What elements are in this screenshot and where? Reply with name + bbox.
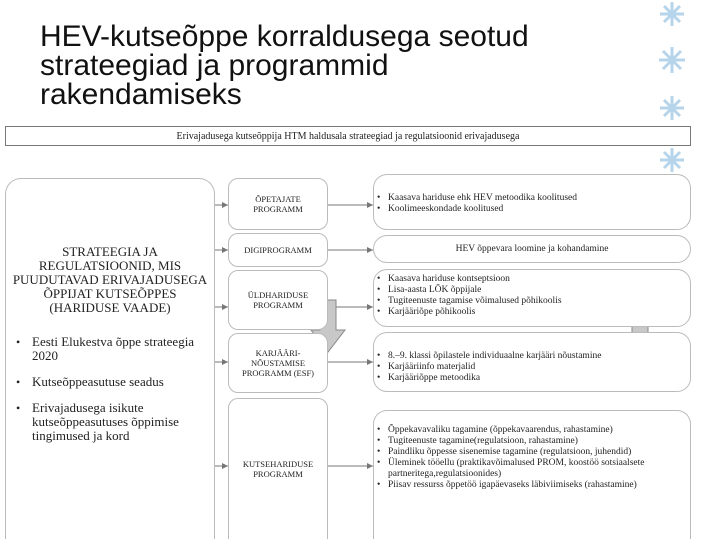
details-teachers: Kaasava hariduse ehk HEV metoodika kooli… — [373, 174, 691, 230]
list-item: Kaasava hariduse kontseptsioon — [374, 274, 690, 285]
title-line-3: rakendamiseks — [40, 80, 660, 109]
left-strategy-box: STRATEEGIA JA REGULATSIOONID, MIS PUUDUT… — [5, 178, 215, 539]
list-item: Kutseõppeasutuse seadus — [16, 375, 212, 389]
left-box-title: STRATEEGIA JA REGULATSIOONID, MIS PUUDUT… — [10, 245, 210, 315]
list-item: Paindliku õppesse sisenemise tagamine (r… — [374, 447, 690, 458]
title-line-1: HEV-kutseõppe korraldusega seotud — [40, 22, 660, 51]
list-item: Kaasava hariduse ehk HEV metoodika kooli… — [374, 193, 690, 204]
header-bar: Erivajadusega kutseõppija HTM haldusala … — [5, 126, 691, 146]
list-item: Tugiteenuste tagamine(regulatsioon, raha… — [374, 436, 690, 447]
list-item: Õppekavavaliku tagamine (õppekavaarendus… — [374, 425, 690, 436]
snowflake-icon — [660, 96, 684, 120]
title-line-2: strateegiad ja programmid — [40, 51, 660, 80]
list-item: Üleminek tööellu (praktikavõimalused PRO… — [374, 458, 690, 480]
list-item: Eesti Elukestva õppe strateegia 2020 — [16, 335, 212, 363]
snowflake-decoration — [646, 0, 709, 190]
program-teachers: ÕPETAJATE PROGRAMM — [228, 178, 328, 230]
program-digi: DIGIPROGRAMM — [228, 233, 328, 267]
program-career: KARJÄÄRI-NÕUSTAMISE PROGRAMM (ESF) — [228, 333, 328, 393]
details-career: 8.–9. klassi õpilastele individuaalne ka… — [373, 332, 691, 392]
slide-title: HEV-kutseõppe korraldusega seotud strate… — [40, 22, 660, 109]
details-vocational: Õppekavavaliku tagamine (õppekavaarendus… — [373, 410, 691, 539]
snowflake-icon — [659, 47, 685, 73]
details-general: Kaasava hariduse kontseptsioon Lisa-aast… — [373, 269, 691, 327]
snowflake-icon — [660, 2, 684, 26]
list-item: Tugiteenuste tagamise võimalused põhikoo… — [374, 296, 690, 307]
list-item: Erivajadusega isikute kutseõppeasutuses … — [16, 401, 212, 443]
list-item: Piisav ressurss õppetöö igapäevaseks läb… — [374, 480, 690, 491]
list-item: Lisa-aasta LÕK õppijale — [374, 285, 690, 296]
program-general: ÜLDHARIDUSE PROGRAMM — [228, 270, 328, 330]
list-item: Karjääriõpe põhikoolis — [374, 307, 690, 318]
program-vocational: KUTSEHARIDUSE PROGRAMM — [228, 398, 328, 539]
strategy-list: Eesti Elukestva õppe strateegia 2020 Kut… — [16, 335, 212, 455]
list-item: Koolimeeskondade koolitused — [374, 204, 690, 215]
list-item: Karjääriõppe metoodika — [374, 373, 690, 384]
details-digi: HEV õppevara loomine ja kohandamine — [373, 235, 691, 263]
snowflake-icon — [660, 148, 684, 172]
list-item: Karjääriinfo materjalid — [374, 362, 690, 373]
list-item: 8.–9. klassi õpilastele individuaalne ka… — [374, 351, 690, 362]
